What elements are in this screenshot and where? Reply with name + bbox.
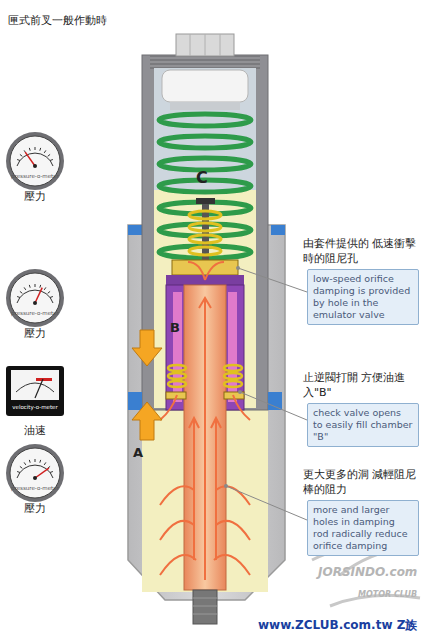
top-cap — [176, 34, 234, 56]
down-arrow — [132, 330, 162, 366]
flow-arrows — [160, 262, 250, 580]
up-arrow — [132, 402, 162, 440]
air-chamber — [154, 68, 256, 193]
chamber-label: C — [196, 168, 208, 187]
leader-line — [226, 268, 307, 520]
gauge-face — [11, 370, 59, 400]
gauge-rim — [6, 269, 64, 327]
gauge-tick — [44, 462, 46, 465]
watermark: JORSINDO.com — [318, 565, 417, 579]
gauge-tick — [48, 291, 50, 293]
bottom-bolt — [193, 590, 217, 624]
main-spring — [159, 114, 251, 258]
title-text: 匣式前叉一般作動時 — [8, 14, 107, 28]
gauge-tick — [17, 472, 20, 473]
gauge-tick — [17, 297, 20, 298]
watermark: www.ZCLUB.com.tw Z族 — [258, 617, 417, 634]
thread — [150, 55, 260, 69]
leader-dot — [236, 266, 240, 270]
callout-box: check valve opens to easily fill chamber… — [307, 403, 419, 447]
callout-node: 更大更多的洞 減輕阻尼棒的阻力 more and larger holes in … — [303, 467, 427, 556]
callout-box: more and larger holes in damping rod rad… — [307, 500, 419, 556]
pressure-gauge — [4, 267, 66, 329]
watermark: MOTOR CLUB — [358, 590, 417, 599]
top-plug — [162, 70, 248, 102]
gauge-needle — [35, 468, 49, 478]
bolt-thread — [193, 598, 217, 614]
gauge-tick — [48, 154, 50, 156]
seal — [268, 392, 282, 410]
gauge-hub — [33, 164, 37, 168]
gauge-rim — [6, 444, 64, 502]
gauge-tick — [44, 150, 46, 153]
gauge-caption: 壓力 — [4, 502, 66, 516]
leader-dot — [238, 390, 242, 394]
gauge-tick — [39, 148, 41, 151]
callout-heading: 由套件提供的 低速衝擊時的阻尼孔 — [303, 236, 427, 266]
scale-band — [36, 378, 52, 381]
emulator-valve — [172, 260, 238, 275]
gauge-hub — [33, 476, 37, 480]
chamber-label: B — [170, 320, 180, 335]
gauge-tick — [29, 285, 31, 288]
gauge-tick — [35, 284, 36, 287]
callout-text: more and larger holes in damping rod rad… — [313, 504, 413, 552]
gauge-tick — [24, 462, 26, 465]
callout-node: 由套件提供的 低速衝擊時的阻尼孔 low-speed orifice dampin… — [303, 236, 427, 325]
gauge-needle — [35, 288, 42, 303]
gauge-tick — [20, 291, 22, 293]
gauge-tick — [50, 297, 53, 298]
gauge-tick — [17, 160, 20, 161]
velocity-meter: velocity-o-meter 油速 — [6, 366, 68, 440]
emulator-spring — [189, 211, 221, 255]
gauge-label: pressure-o-meter — [4, 173, 66, 180]
gauge-label: pressure-o-meter — [4, 485, 66, 492]
gauge-tick — [35, 147, 36, 150]
gauge-rim — [6, 132, 64, 190]
gauge-tick — [44, 287, 46, 290]
pressure-meter: pressure-o-meter 壓力 — [4, 130, 66, 208]
gauge-label: pressure-o-meter — [4, 310, 66, 317]
cap-facets — [190, 34, 220, 56]
chamber-label: A — [133, 445, 143, 460]
gauge-hub — [33, 301, 37, 305]
gauge-tick — [50, 160, 53, 161]
gauge-scale — [16, 383, 54, 392]
gauge-tick — [39, 460, 41, 463]
gauge-tick — [24, 287, 26, 290]
gauge-label: velocity-o-meter — [6, 404, 64, 411]
thread-lines — [150, 58, 260, 66]
leader-dot — [224, 484, 228, 488]
gauge-caption: 壓力 — [4, 327, 66, 341]
seal — [128, 225, 142, 235]
gauge-tick — [39, 285, 41, 288]
callout-box: low-speed orifice damping is provided by… — [307, 269, 419, 325]
gauge-tick — [35, 459, 36, 462]
gauge-tick — [20, 466, 22, 468]
bolt-head — [196, 198, 215, 204]
damping-rod — [184, 285, 226, 590]
pressure-meter: pressure-o-meter 壓力 — [4, 442, 66, 520]
gauge-body — [6, 366, 64, 416]
callout-heading: 更大更多的洞 減輕阻尼棒的阻力 — [303, 467, 427, 497]
pressure-gauge — [4, 442, 66, 504]
callout-node: 止逆閥打開 方便油進入"B" check valve opens to easil… — [303, 370, 427, 447]
callout-text: low-speed orifice damping is provided by… — [313, 273, 413, 321]
gauge-needle — [35, 379, 43, 398]
gauge-caption: 壓力 — [4, 190, 66, 204]
gauge-caption: 油速 — [6, 424, 64, 438]
callout-heading: 止逆閥打開 方便油進入"B" — [303, 370, 427, 400]
seal — [271, 225, 285, 235]
spacer — [170, 102, 240, 110]
gauge-needle — [25, 152, 35, 166]
gauge-tick — [29, 460, 31, 463]
callout-text: check valve opens to easily fill chamber… — [313, 407, 413, 443]
gauge-tick — [29, 148, 31, 151]
gauge-tick — [20, 154, 22, 156]
pressure-gauge — [4, 130, 66, 192]
seal — [128, 392, 142, 410]
gauge-tick — [50, 472, 53, 473]
pressure-meter: pressure-o-meter 壓力 — [4, 267, 66, 345]
